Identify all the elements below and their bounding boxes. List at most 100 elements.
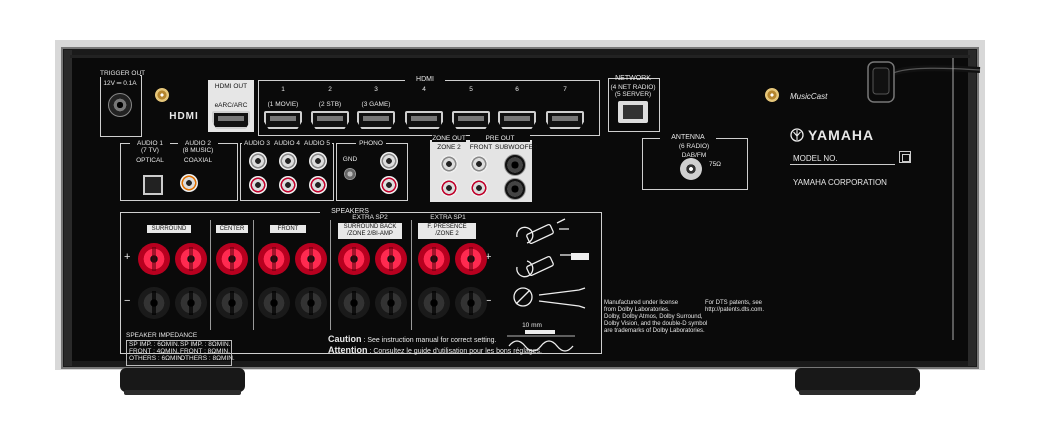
hdmi-input-3-port[interactable] xyxy=(357,111,395,129)
dts-notice-1: For DTS patents, see xyxy=(705,300,763,306)
phono-label: PHONO xyxy=(356,140,386,147)
caution-line-2: Attention : Consultez le guide d'utilisa… xyxy=(328,346,542,356)
coaxial-input-jack[interactable] xyxy=(180,174,198,192)
yamaha-tuning-fork-icon xyxy=(790,128,804,142)
subwoofer-2-jack[interactable] xyxy=(504,178,526,200)
surround-left-plus-terminal[interactable] xyxy=(175,243,207,275)
zone2-right-jack[interactable] xyxy=(440,179,458,197)
impedance-l1: SP IMP. : 6ΩMIN. xyxy=(129,341,180,348)
double-insulation-icon xyxy=(899,151,911,163)
subwoofer-1-jack[interactable] xyxy=(504,154,526,176)
hdmi-input-4-port[interactable] xyxy=(405,111,443,129)
front-presence-left-minus-terminal[interactable] xyxy=(455,287,487,319)
center-tag: CENTER xyxy=(216,225,248,233)
network-sub2: (5 SERVER) xyxy=(614,91,652,98)
zone-out-sub: ZONE 2 xyxy=(437,144,461,151)
speaker-divider-1 xyxy=(210,220,211,330)
network-sub1: (4 NET RADIO) xyxy=(610,84,656,91)
zone-out-label: ZONE OUT xyxy=(432,135,466,142)
center-plus-terminal[interactable] xyxy=(216,243,248,275)
dolby-notice-2: from Dolby Laboratories. xyxy=(604,307,670,313)
front-presence-tag: F. PRESENCE /ZONE 2 xyxy=(418,223,476,239)
hdmi-input-4-number: 4 xyxy=(422,86,426,93)
front-presence-right-minus-terminal[interactable] xyxy=(418,287,450,319)
surround-tag: SURROUND xyxy=(147,225,191,233)
plus-left: + xyxy=(124,251,131,263)
trigger-out-jack[interactable] xyxy=(108,93,132,117)
front-presence-line2: /ZONE 2 xyxy=(435,231,459,237)
surround-right-plus-terminal[interactable] xyxy=(138,243,170,275)
audio-1-type: OPTICAL xyxy=(136,157,164,164)
antenna-ohm: 75Ω xyxy=(708,161,722,168)
audio-2-type: COAXIAL xyxy=(183,157,213,164)
dts-notice-2: http://patents.dts.com. xyxy=(705,307,765,313)
surround-back-right-minus-terminal[interactable] xyxy=(338,287,370,319)
terminal-instruction-diagram xyxy=(513,218,589,309)
audio-3-right-jack[interactable] xyxy=(249,176,267,194)
wireless-antenna-right xyxy=(765,88,779,102)
front-presence-left-plus-terminal[interactable] xyxy=(455,243,487,275)
hdmi-out-earc-label: eARC/ARC xyxy=(214,102,248,109)
front-left-minus-terminal[interactable] xyxy=(295,287,327,319)
audio-4-left-jack[interactable] xyxy=(279,152,297,170)
surround-back-right-plus-terminal[interactable] xyxy=(338,243,370,275)
attention-label: Attention xyxy=(328,345,368,355)
plus-right: + xyxy=(485,251,492,263)
phono-right-jack[interactable] xyxy=(380,176,398,194)
pre-out-front-right-jack[interactable] xyxy=(470,179,488,197)
impedance-table xyxy=(126,340,232,366)
dolby-notice-4: Dolby Vision, and the double-D symbol xyxy=(604,321,708,327)
hdmi-input-1-port[interactable] xyxy=(264,111,302,129)
hdmi-input-6-number: 6 xyxy=(515,86,519,93)
speaker-divider-3 xyxy=(330,220,331,330)
hdmi-input-2-port[interactable] xyxy=(311,111,349,129)
caution-text: : See instruction manual for correct set… xyxy=(363,337,497,344)
pre-out-label: PRE OUT xyxy=(470,135,530,142)
impedance-r1: SP IMP. : 8ΩMIN. xyxy=(180,341,231,348)
surround-back-tag: SURROUND BACK /ZONE 2/BI-AMP xyxy=(338,223,402,239)
phono-gnd-label: GND xyxy=(342,156,358,163)
dab-fm-antenna-jack[interactable] xyxy=(680,158,702,180)
optical-input-jack[interactable] xyxy=(143,175,163,195)
front-right-plus-terminal[interactable] xyxy=(258,243,290,275)
network-panel xyxy=(608,78,660,132)
phono-ground-terminal[interactable] xyxy=(344,168,356,180)
hdmi-input-7-number: 7 xyxy=(563,86,567,93)
hdmi-out-port[interactable] xyxy=(212,111,250,129)
surround-right-minus-terminal[interactable] xyxy=(138,287,170,319)
front-left-plus-terminal[interactable] xyxy=(295,243,327,275)
audio-5-left-jack[interactable] xyxy=(309,152,327,170)
audio-3-label: AUDIO 3 xyxy=(242,140,272,147)
pre-out-front-left-jack[interactable] xyxy=(470,155,488,173)
network-label: NETWORK xyxy=(615,75,651,82)
hdmi-input-1-name: (1 MOVIE) xyxy=(267,101,299,108)
pre-out-subwoofer-label: SUBWOOFER xyxy=(495,144,538,151)
ethernet-port[interactable] xyxy=(618,101,648,123)
hdmi-input-6-port[interactable] xyxy=(498,111,536,129)
minus-left: − xyxy=(124,295,131,307)
audio-4-right-jack[interactable] xyxy=(279,176,297,194)
audio-1-label: AUDIO 1 xyxy=(130,140,170,147)
center-minus-terminal[interactable] xyxy=(216,287,248,319)
surround-left-minus-terminal[interactable] xyxy=(175,287,207,319)
front-presence-right-plus-terminal[interactable] xyxy=(418,243,450,275)
front-right-minus-terminal[interactable] xyxy=(258,287,290,319)
hdmi-input-1-number: 1 xyxy=(281,86,285,93)
audio-5-right-jack[interactable] xyxy=(309,176,327,194)
hdmi-input-5-port[interactable] xyxy=(452,111,490,129)
minus-right: − xyxy=(485,295,492,307)
hdmi-input-7-port[interactable] xyxy=(546,111,584,129)
phono-left-jack[interactable] xyxy=(380,152,398,170)
dolby-notice-3: Dolby, Dolby Atmos, Dolby Surround, xyxy=(604,314,703,320)
audio-3-left-jack[interactable] xyxy=(249,152,267,170)
zone2-left-jack[interactable] xyxy=(440,155,458,173)
trigger-out-spec: 12V ═ 0.1A xyxy=(103,80,137,87)
impedance-title: SPEAKER IMPEDANCE xyxy=(126,332,198,339)
musiccast-logo: MusicCast xyxy=(790,92,828,101)
yamaha-corporation-label: YAMAHA CORPORATION xyxy=(793,178,887,187)
surround-back-left-minus-terminal[interactable] xyxy=(375,287,407,319)
surround-back-line2: /ZONE 2/BI-AMP xyxy=(347,231,393,237)
surround-back-line1: SURROUND BACK xyxy=(343,224,397,230)
surround-back-left-plus-terminal[interactable] xyxy=(375,243,407,275)
